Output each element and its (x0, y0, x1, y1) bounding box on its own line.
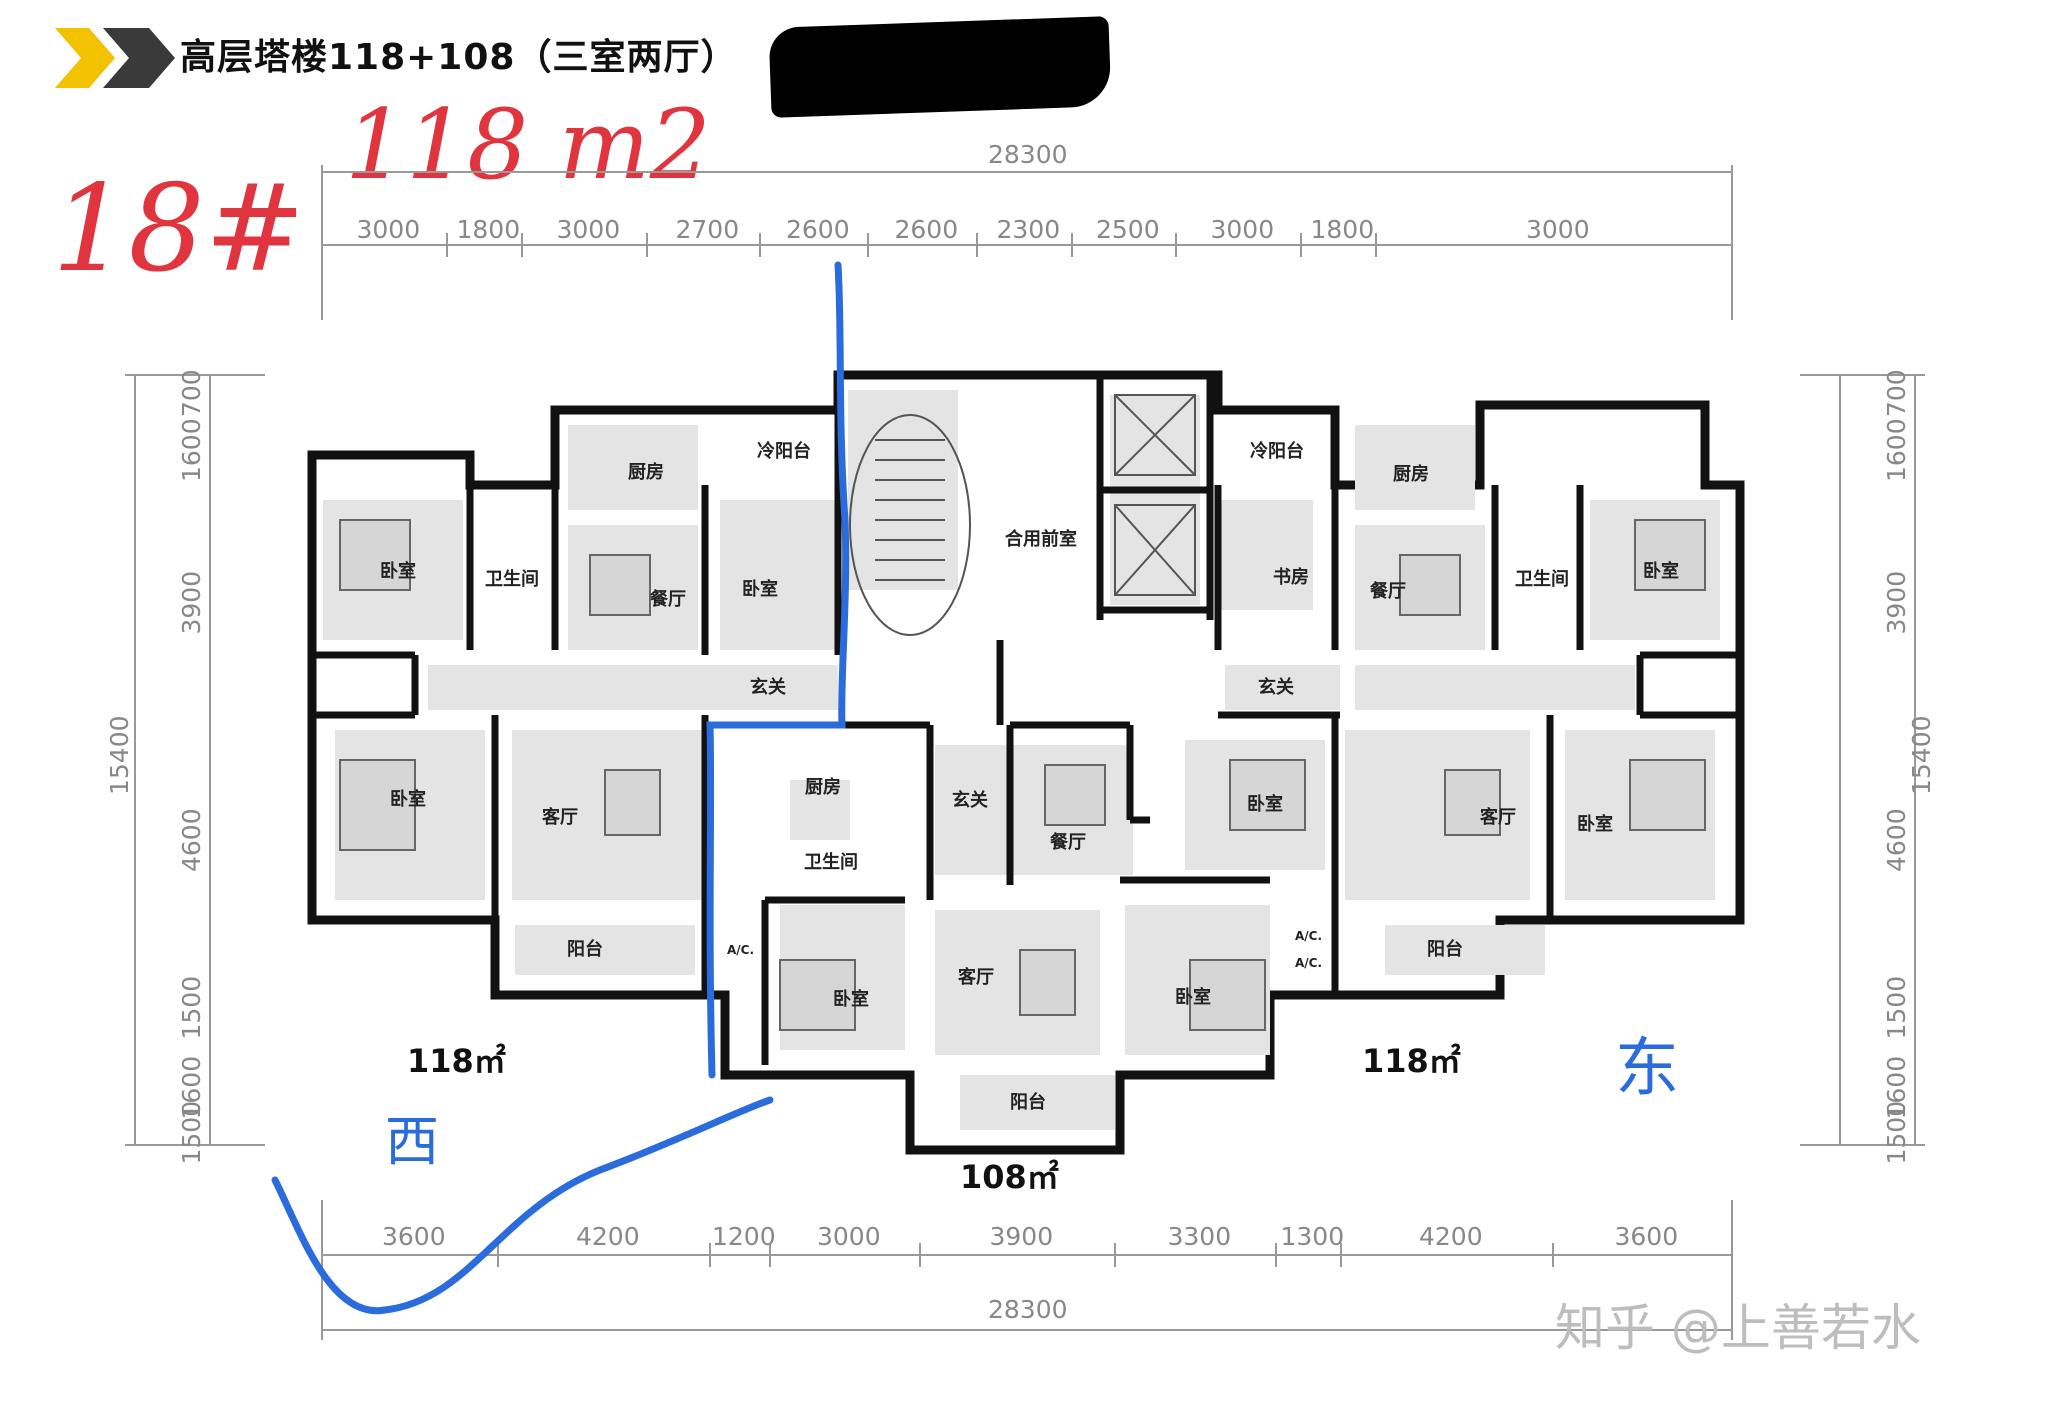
chevron-logo-icon (55, 28, 175, 88)
dimension-label: 3600 (1615, 1222, 1679, 1251)
top-total-dimension: 28300 (988, 140, 1068, 169)
side-dimension-label: 1500 (177, 1101, 206, 1165)
west-annotation: 西 (385, 1110, 439, 1173)
dimension-label: 1800 (1311, 215, 1375, 244)
side-dimension-label: 700 (177, 369, 206, 417)
room-label-bedroom: 卧室 (1577, 813, 1613, 835)
dimension-label: 2300 (997, 215, 1061, 244)
side-dimension-label: 700 (1882, 369, 1911, 417)
bottom-total-dimension: 28300 (988, 1295, 1068, 1324)
side-dimension-label: 3900 (1882, 571, 1911, 635)
unit-area-west: 118㎡ (407, 1042, 506, 1080)
dimension-label: 3900 (990, 1222, 1054, 1251)
unit-area-annotation: 118 m2 (345, 89, 711, 201)
side-dimension-label: 3900 (177, 571, 206, 635)
room-labels: 厨房 冷阳台 卧室 卫生间 餐厅 卧室 玄关 卧室 客厅 阳台 厨房 卫生间 玄… (380, 440, 1679, 1113)
room-label-bedroom: 卧室 (833, 988, 869, 1010)
watermark: 知乎 @上善若水 (1555, 1299, 1921, 1357)
room-label-balcony: 阳台 (1010, 1091, 1046, 1113)
room-label-foyer: 玄关 (750, 676, 786, 698)
room-label-kitchen: 厨房 (1393, 463, 1429, 485)
dimension-label: 2500 (1096, 215, 1160, 244)
ac-label: A/C. (727, 943, 754, 957)
room-label-dining: 餐厅 (649, 588, 686, 610)
east-annotation: 东 (1615, 1032, 1679, 1106)
room-label-bedroom: 卧室 (390, 788, 426, 810)
elevator-shafts (1114, 394, 1196, 596)
side-dimension-label: 4600 (177, 808, 206, 872)
room-label-living: 客厅 (542, 806, 578, 828)
dimension-label: 3000 (557, 215, 621, 244)
dimension-label: 3000 (1211, 215, 1275, 244)
room-label-dining: 餐厅 (1369, 580, 1406, 602)
unit-area-middle: 108㎡ (960, 1158, 1059, 1196)
dimension-label: 2700 (676, 215, 740, 244)
building-number-annotation: 18# (52, 160, 305, 299)
room-label-dining: 餐厅 (1049, 831, 1086, 853)
room-label-bedroom: 卧室 (1643, 560, 1679, 582)
dimension-label: 3000 (1526, 215, 1590, 244)
side-dimension-label: 1600 (177, 418, 206, 482)
side-dimension-label: 1600 (1882, 1056, 1911, 1120)
room-label-bedroom: 卧室 (380, 560, 416, 582)
bottom-segment-dimensions: 3600 4200 1200 3000 3900 3300 1300 4200 3600 (321, 1222, 1733, 1267)
room-label-study: 书房 (1273, 566, 1309, 588)
dimension-label: 1200 (712, 1222, 776, 1251)
side-dimension-label: 1500 (1882, 1101, 1911, 1165)
room-label-kitchen: 厨房 (628, 461, 664, 483)
side-dimension-label: 1600 (177, 1056, 206, 1120)
room-label-foyer: 玄关 (952, 789, 988, 811)
room-label-bedroom: 卧室 (1247, 793, 1283, 815)
dimension-label: 4200 (1419, 1222, 1483, 1251)
right-total-dimension: 15400 (1907, 715, 1936, 795)
room-label-balcony: 阳台 (1427, 938, 1463, 960)
left-total-dimension: 15400 (105, 715, 134, 795)
unit-area-east: 118㎡ (1362, 1042, 1461, 1080)
exterior-walls (307, 370, 1745, 1155)
dimension-label: 2600 (895, 215, 959, 244)
stairwell (849, 414, 971, 636)
room-label-living: 客厅 (1480, 806, 1516, 828)
room-label-bathroom: 卫生间 (1515, 568, 1569, 590)
dimension-label: 1800 (457, 215, 521, 244)
ac-label: A/C. (1295, 956, 1322, 970)
hand-drawn-division-line (271, 261, 850, 1315)
room-label-cold-balcony: 冷阳台 (1250, 440, 1304, 462)
dimension-label: 3000 (357, 215, 421, 244)
room-label-bathroom: 卫生间 (804, 851, 858, 873)
side-dimension-label: 1500 (177, 976, 206, 1040)
ac-label: A/C. (1295, 929, 1322, 943)
page-title: 高层塔楼118+108（三室两厅） (180, 37, 738, 78)
room-label-foyer: 玄关 (1258, 676, 1294, 698)
furniture-icons (339, 519, 1706, 1031)
dimension-label: 1300 (1281, 1222, 1345, 1251)
top-segment-dimensions: 3000 1800 3000 2700 2600 2600 2300 2500 3000 1800… (321, 215, 1733, 257)
room-label-living: 客厅 (958, 966, 994, 988)
side-dimension-label: 4600 (1882, 808, 1911, 872)
side-dimension-lines (125, 374, 1925, 1146)
dimension-label: 3000 (817, 1222, 881, 1251)
side-dimension-label: 1500 (1882, 976, 1911, 1040)
room-label-cold-balcony: 冷阳台 (757, 440, 811, 462)
room-label-lobby: 合用前室 (1005, 528, 1077, 550)
room-label-kitchen: 厨房 (805, 776, 841, 798)
dimension-label: 2600 (786, 215, 850, 244)
dimension-label: 3600 (382, 1222, 446, 1251)
room-label-bathroom: 卫生间 (485, 568, 539, 590)
dimension-label: 3300 (1168, 1222, 1232, 1251)
interior-walls (312, 375, 1740, 1065)
side-dimension-label: 1600 (1882, 418, 1911, 482)
room-label-bedroom: 卧室 (1175, 986, 1211, 1008)
room-label-bedroom: 卧室 (742, 578, 778, 600)
room-label-balcony: 阳台 (567, 938, 603, 960)
dimension-label: 4200 (576, 1222, 640, 1251)
room-floors (323, 390, 1720, 1130)
